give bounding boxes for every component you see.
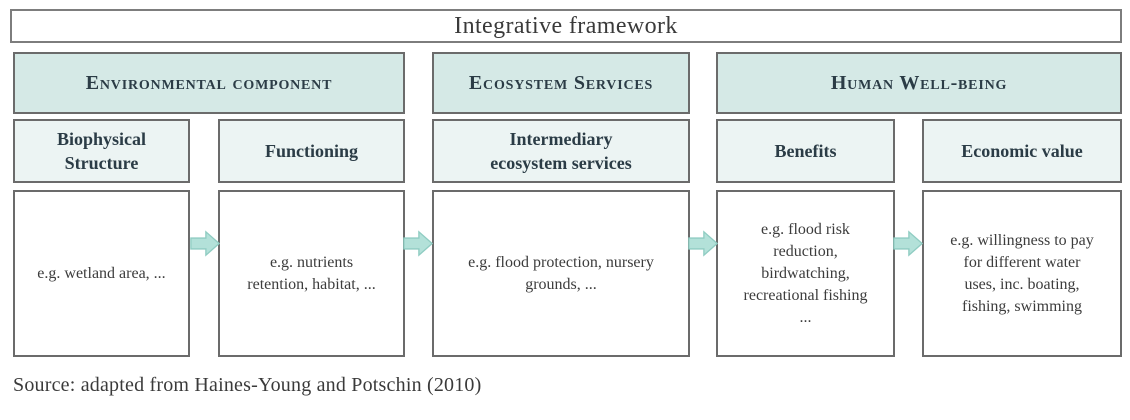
source-citation: Source: adapted from Haines-Young and Po… — [13, 374, 482, 396]
group-header-environmental-component: Environmental component — [13, 52, 405, 114]
example-text: e.g. flood risk reduction, birdwatching,… — [743, 220, 868, 326]
stage-header-functioning: Functioning — [218, 119, 405, 183]
example-box-functioning: e.g. nutrients retention, habitat, ... — [218, 190, 405, 357]
stage-header-label: Economic value — [961, 141, 1083, 161]
stage-header-label: Intermediary ecosystem services — [490, 129, 632, 173]
example-text: e.g. willingness to pay for different wa… — [950, 231, 1094, 315]
arrow-right-icon — [190, 230, 220, 257]
example-text: e.g. flood protection, nursery grounds, … — [468, 253, 654, 293]
example-text: e.g. nutrients retention, habitat, ... — [247, 253, 376, 293]
arrow-right-icon — [403, 230, 433, 257]
arrow-right-icon — [688, 230, 718, 257]
group-header-label: Ecosystem Services — [468, 71, 654, 94]
stage-header-label: Benefits — [774, 141, 837, 161]
stage-header-benefits: Benefits — [716, 119, 895, 183]
stage-header-economic-value: Economic value — [922, 119, 1122, 183]
arrow-right-icon — [893, 230, 923, 257]
group-header-label: Human Well-being — [830, 71, 1008, 94]
example-box-intermediary-ecosystem-services: e.g. flood protection, nursery grounds, … — [432, 190, 690, 357]
group-header-human-well-being: Human Well-being — [716, 52, 1122, 114]
example-box-biophysical-structure: e.g. wetland area, ... — [13, 190, 190, 357]
group-header-ecosystem-services: Ecosystem Services — [432, 52, 690, 114]
group-header-label: Environmental component — [85, 71, 333, 94]
stage-header-label: Functioning — [264, 141, 359, 161]
title-box: Integrative framework — [10, 9, 1122, 43]
diagram-title: Integrative framework — [454, 12, 678, 39]
stage-header-intermediary-ecosystem-services: Intermediary ecosystem services — [432, 119, 690, 183]
example-box-benefits: e.g. flood risk reduction, birdwatching,… — [716, 190, 895, 357]
example-text: e.g. wetland area, ... — [37, 264, 166, 282]
stage-header-biophysical-structure: Biophysical Structure — [13, 119, 190, 183]
example-box-economic-value: e.g. willingness to pay for different wa… — [922, 190, 1122, 357]
stage-header-label: Biophysical Structure — [56, 129, 147, 173]
